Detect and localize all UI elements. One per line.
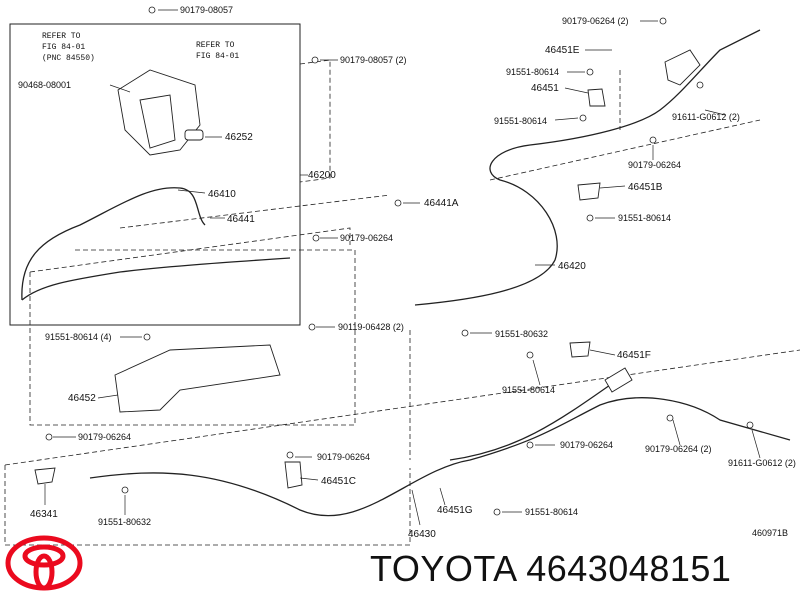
label-90179-08057-2: 90179-08057 (2) xyxy=(340,55,407,65)
label-46451c: 46451C xyxy=(321,476,356,487)
label-46451f: 46451F xyxy=(617,350,651,361)
dash-line-diag xyxy=(4,349,800,466)
label-46420: 46420 xyxy=(558,261,586,272)
bolt-markers xyxy=(45,6,754,516)
label-90179-06264-left: 90179-06264 xyxy=(78,432,131,442)
label-46252: 46252 xyxy=(225,132,253,143)
leader-lines xyxy=(44,9,761,526)
part-46452-shield xyxy=(114,344,281,413)
assembly-box-46200 xyxy=(9,23,301,326)
dash-frame-upper xyxy=(299,59,331,183)
label-46451b: 46451B xyxy=(628,182,663,193)
label-91551-80614-4: 91551-80614 (4) xyxy=(45,332,112,342)
label-90179-06264-c: 90179-06264 xyxy=(317,452,370,462)
label-46451e: 46451E xyxy=(545,45,580,56)
refer-note-1-line1: REFER TO xyxy=(42,32,81,41)
bracket-46451f xyxy=(569,341,591,358)
cable-46420 xyxy=(414,29,761,306)
label-91551-80614-c: 91551-80614 xyxy=(618,213,671,223)
label-90179-06264-mid: 90179-06264 xyxy=(340,233,393,243)
part-46252 xyxy=(184,129,204,141)
bracket-46451b xyxy=(577,182,601,201)
label-46441a: 46441A xyxy=(424,198,459,209)
refer-note-2-line1: REFER TO xyxy=(196,41,235,50)
label-90179-08057-top: 90179-08057 xyxy=(180,5,233,15)
label-90179-06264-2-low: 90179-06264 (2) xyxy=(645,444,712,454)
label-46200: 46200 xyxy=(308,170,336,181)
label-46451: 46451 xyxy=(531,83,559,94)
bracket-46451c xyxy=(284,461,303,489)
bracket-46341 xyxy=(34,467,56,485)
bracket-46451 xyxy=(587,88,606,107)
dash-frame-bottom xyxy=(4,465,411,546)
cable-46430-b xyxy=(449,377,621,461)
label-90119-06428-2: 90119-06428 (2) xyxy=(338,322,404,332)
label-90179-06264-top2: 90179-06264 xyxy=(628,160,681,170)
label-91551-80614-f: 91551-80614 xyxy=(502,385,555,395)
label-46341: 46341 xyxy=(30,509,58,520)
dash-frame-mid xyxy=(29,227,351,273)
drawing-number: 460971B xyxy=(752,528,789,538)
label-91551-80614-e: 91551-80614 xyxy=(506,67,559,77)
label-46452: 46452 xyxy=(68,393,96,404)
label-90179-06264-2-top: 90179-06264 (2) xyxy=(562,16,629,26)
label-46451g: 46451G xyxy=(437,505,473,516)
refer-note-2-line2: FIG 84-01 xyxy=(196,52,239,61)
label-90179-06264-low: 90179-06264 xyxy=(560,440,613,450)
dash-frame-right xyxy=(119,194,391,229)
label-91551-80614-g: 91551-80614 xyxy=(525,507,578,517)
label-91551-80632-b: 91551-80632 xyxy=(98,517,151,527)
dash-frame-lower xyxy=(29,249,356,426)
refer-note-1-line2: FIG 84-01 xyxy=(42,43,85,52)
label-46441: 46441 xyxy=(227,214,255,225)
label-91551-80614-b: 91551-80614 xyxy=(494,116,547,126)
label-91551-80632-a: 91551-80632 xyxy=(495,329,548,339)
equalizer-top xyxy=(664,49,701,86)
brand-part-number: TOYOTA 4643048151 xyxy=(370,548,732,589)
label-91611-g0612-2-low: 91611-G0612 (2) xyxy=(728,458,796,468)
dash-frame-topright xyxy=(489,119,761,181)
cable-46410 xyxy=(21,187,206,301)
toyota-logo xyxy=(5,535,83,591)
pedal-arm xyxy=(139,94,176,149)
label-46430: 46430 xyxy=(408,529,436,540)
label-46410: 46410 xyxy=(208,189,236,200)
cable-front xyxy=(21,257,291,301)
cable-46430 xyxy=(89,397,791,517)
label-90468-08001: 90468-08001 xyxy=(18,80,71,90)
equalizer-low xyxy=(604,367,633,393)
refer-note-1-line3: (PNC 84550) xyxy=(42,54,95,63)
label-91611-g0612-2-top: 91611-G0612 (2) xyxy=(672,112,740,122)
